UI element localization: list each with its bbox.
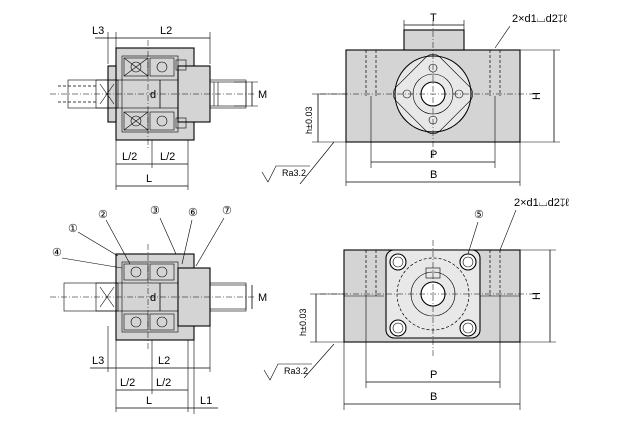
callout-6: ⑥ bbox=[188, 207, 198, 219]
label-h-tolerance: h±0.03 bbox=[304, 107, 314, 134]
callout-1: ① bbox=[68, 223, 78, 235]
label-b-2: B bbox=[430, 391, 437, 403]
callout-2: ② bbox=[98, 209, 108, 221]
bottom-left-view: ① ② ③ ⑥ ⑦ ④ d M L3 L2 L/2 L/2 L L1 bbox=[50, 205, 267, 414]
label-l-half-2: L/2 bbox=[160, 151, 175, 163]
label-l-2: L bbox=[146, 395, 152, 407]
label-h-height-2: H bbox=[531, 292, 543, 300]
label-m: M bbox=[258, 89, 267, 101]
label-d-2: d bbox=[150, 292, 156, 304]
label-m-2: M bbox=[258, 292, 267, 304]
callout-7: ⑦ bbox=[222, 205, 232, 217]
top-right-view: T 2×d1⌴d2↧ℓ H h±0.03 P B Ra3.2 bbox=[261, 12, 567, 186]
label-l3-2: L3 bbox=[92, 355, 104, 367]
label-l-half-1: L/2 bbox=[122, 151, 137, 163]
bearing-lower bbox=[123, 111, 175, 131]
label-l2: L2 bbox=[160, 25, 172, 37]
label-d: d bbox=[150, 89, 156, 101]
label-t: T bbox=[430, 12, 437, 24]
label-l3: L3 bbox=[92, 25, 104, 37]
label-b: B bbox=[430, 169, 437, 181]
label-l: L bbox=[146, 173, 152, 185]
counterbore-note: 2×d1⌴d2↧ℓ bbox=[512, 13, 567, 25]
bottom-right-view: ⑤ 2×d1⌴d2↧ℓ H h±0.03 P B Ra3.2 bbox=[263, 197, 569, 410]
roughness-symbol: Ra3.2 bbox=[282, 168, 306, 178]
block-raised-top bbox=[403, 29, 465, 51]
roughness-symbol-2: Ra3.2 bbox=[284, 366, 308, 376]
counterbore-note-2: 2×d1⌴d2↧ℓ bbox=[514, 197, 569, 209]
label-l-half-3: L/2 bbox=[120, 377, 135, 389]
bearing-upper bbox=[123, 57, 175, 77]
label-l2-2: L2 bbox=[158, 355, 170, 367]
label-l-half-4: L/2 bbox=[156, 377, 171, 389]
label-p-2: P bbox=[430, 369, 437, 381]
label-h-height: H bbox=[531, 92, 543, 100]
label-p: P bbox=[430, 149, 437, 161]
top-left-view: d M L3 L2 L/2 L/2 L bbox=[50, 25, 267, 190]
flange-bolts bbox=[389, 253, 477, 337]
callout-4: ④ bbox=[52, 247, 62, 259]
label-l1: L1 bbox=[200, 395, 212, 407]
label-h-tolerance-2: h±0.03 bbox=[298, 309, 308, 336]
callout-3: ③ bbox=[150, 205, 160, 217]
callout-5: ⑤ bbox=[474, 209, 484, 221]
